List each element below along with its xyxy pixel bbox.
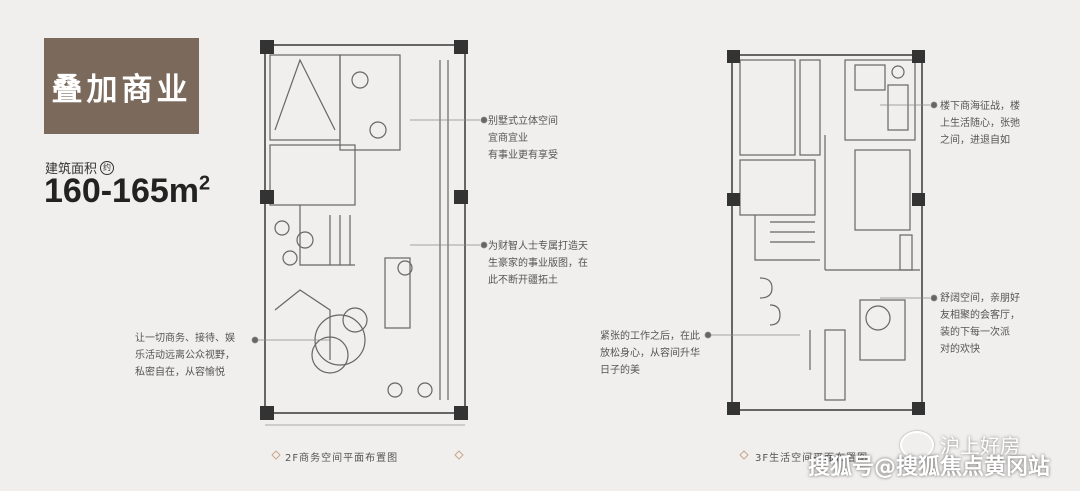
caption-markers — [271, 450, 749, 460]
note-2f-bottom: 让一切商务、接待、娱乐活动远离公众视野，私密自在，从容愉悦 — [135, 333, 235, 378]
area-value: 160-165m2 — [44, 172, 211, 210]
plan-3f — [731, 54, 923, 411]
note-2f-mid: 为财智人士专属打造天生豪家的事业版图，在此不断开疆拓土 — [488, 241, 588, 286]
caption-2f: 2F商务空间平面布置图 — [285, 453, 399, 464]
note-3f-right: 舒阔空间，亲朋好友相聚的会客厅，装的下每一次派对的欢快 — [940, 293, 1020, 355]
note-3f-mid: 紧张的工作之后，在此放松身心，从容间升华日子的美 — [600, 331, 700, 376]
watermark-brand: 沪上好房 — [900, 430, 1020, 459]
note-3f-top: 楼下商海征战，楼上生活随心，张弛之间，进退自如 — [940, 101, 1020, 146]
plan-2f-columns — [260, 40, 468, 420]
note-2f-top: 别墅式立体空间宜商宜业有事业更有享受 — [488, 116, 558, 161]
watermark-source: 搜狐号@搜狐焦点黄冈站 — [807, 455, 1050, 480]
leader-lines — [251, 101, 938, 344]
page-title: 叠加商业 — [51, 71, 192, 108]
title-banner: 叠加商业 — [44, 38, 199, 134]
caption-3f: 3F生活空间平面布置图 — [755, 453, 869, 464]
chat-bubble-icon — [900, 430, 934, 459]
plan-2f — [264, 44, 466, 426]
area-label: 建筑面积 约 — [45, 158, 115, 177]
plan-3f-columns — [727, 50, 925, 415]
approx-badge: 约 — [100, 160, 115, 175]
